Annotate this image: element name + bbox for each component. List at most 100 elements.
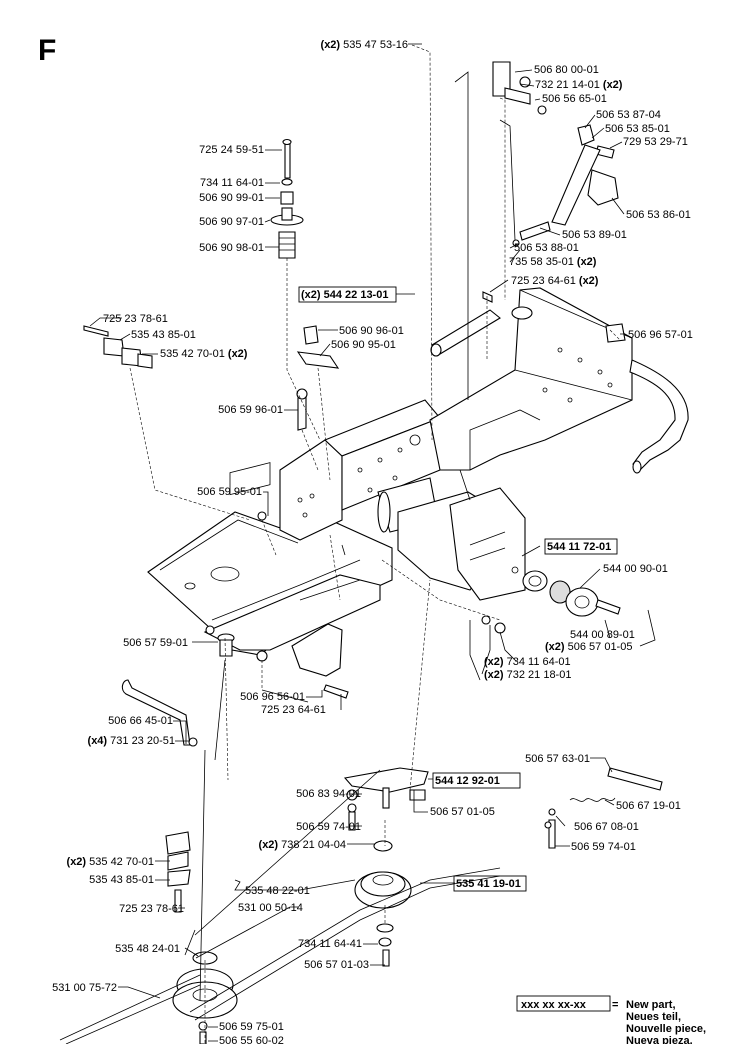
part-number: 506 83 94-01: [296, 788, 361, 800]
part-number: 738 21 04-04: [281, 839, 346, 851]
part-number: 734 11 64-41: [298, 938, 362, 950]
part-number: 506 66 45-01: [108, 715, 173, 727]
part-number: 544 12 92-01: [435, 775, 500, 787]
part-label: 506 90 95-01: [331, 339, 396, 351]
part-label: 506 90 97-01: [199, 216, 264, 228]
part-number: 544 00 89-01: [570, 629, 635, 641]
part-label: 506 53 86-01: [626, 209, 691, 221]
part-label: 506 67 19-01: [616, 800, 681, 812]
part-label: 506 59 74-01: [296, 821, 361, 833]
part-qty: (x2): [321, 39, 341, 51]
part-label: 531 00 75-72: [52, 982, 117, 994]
part-label: 506 53 85-01: [605, 123, 670, 135]
part-label: 506 80 00-01: [534, 64, 599, 76]
part-qty: (x2): [259, 839, 279, 851]
part-qty: (x4): [88, 735, 108, 747]
part-label: 506 57 01-03: [304, 959, 369, 971]
part-number: 506 90 95-01: [331, 339, 396, 351]
part-label: (x2) 535 47 53-16: [321, 39, 408, 51]
part-label: 506 57 59-01: [123, 637, 188, 649]
part-label: 506 59 74-01: [571, 841, 636, 853]
part-label: 535 48 24-01: [115, 943, 180, 955]
part-label: 535 41 19-01: [456, 878, 521, 890]
part-label: 735 58 35-01 (x2): [509, 256, 597, 268]
part-number: 535 43 85-01: [89, 874, 154, 886]
part-number: 535 42 70-01: [89, 856, 154, 868]
part-number: 506 53 89-01: [562, 229, 627, 241]
part-number: 732 21 14-01: [535, 79, 600, 91]
part-label: 506 57 01-05: [430, 806, 495, 818]
part-number: 544 00 90-01: [603, 563, 668, 575]
part-label: 506 66 45-01: [108, 715, 173, 727]
part-number: 506 57 63-01: [525, 753, 590, 765]
part-number: 725 23 64-61: [261, 704, 326, 716]
part-number: 506 56 65-01: [542, 93, 607, 105]
part-label: 506 59 96-01: [218, 404, 283, 416]
part-label: 506 90 98-01: [199, 242, 264, 254]
part-label: 506 53 87-04: [596, 109, 661, 121]
part-number: 535 42 70-01: [160, 348, 225, 360]
part-number: 506 96 56-01: [240, 691, 305, 703]
part-number: 725 23 78-61: [103, 313, 168, 325]
part-number: 535 41 19-01: [456, 878, 521, 890]
part-number: 535 47 53-16: [343, 39, 408, 51]
part-label: (x4) 731 23 20-51: [88, 735, 175, 747]
part-number: 535 43 85-01: [131, 329, 196, 341]
part-label: 535 43 85-01: [89, 874, 154, 886]
part-label: 506 96 56-01: [240, 691, 305, 703]
part-label: 544 00 89-01: [570, 629, 635, 641]
part-label: 506 53 88-01: [514, 242, 579, 254]
part-label: 535 42 70-01 (x2): [160, 348, 248, 360]
part-number: 506 57 01-05: [568, 641, 633, 653]
part-label: 732 21 14-01 (x2): [535, 79, 623, 91]
part-number: 506 57 59-01: [123, 637, 188, 649]
part-label: 544 00 90-01: [603, 563, 668, 575]
assembly-lines: [129, 44, 621, 1044]
part-number: 506 57 01-03: [304, 959, 369, 971]
legend-sample: xxx xx xx-xx: [521, 999, 587, 1011]
part-label: 725 23 78-61: [119, 903, 184, 915]
part-number: 506 53 86-01: [626, 209, 691, 221]
part-number: 506 59 95-01: [197, 486, 262, 498]
part-label: 725 23 64-61: [261, 704, 326, 716]
part-number: 506 59 74-01: [296, 821, 361, 833]
part-number: 506 67 19-01: [616, 800, 681, 812]
part-qty: (x2): [301, 289, 321, 301]
legend-line-es: Nueva pieza.: [626, 1035, 693, 1044]
part-label: (x2) 734 11 64-01: [484, 656, 571, 668]
leader-lines: [89, 43, 656, 1042]
part-number: 506 59 75-01: [219, 1021, 284, 1033]
part-label: 734 11 64-41: [298, 938, 362, 950]
part-number: 535 48 22-01: [245, 885, 310, 897]
part-number: 506 96 57-01: [628, 329, 693, 341]
legend-line-en: New part,: [626, 999, 676, 1011]
legend-equals: =: [612, 999, 618, 1011]
part-label: 506 90 96-01: [339, 325, 404, 337]
part-qty: (x2): [545, 641, 565, 653]
part-number: 735 58 35-01: [509, 256, 574, 268]
part-number: 544 22 13-01: [324, 289, 389, 301]
new-part-boxes: [298, 286, 618, 1012]
part-number: 729 53 29-71: [623, 136, 688, 148]
part-label: 506 55 60-02: [219, 1035, 284, 1044]
part-number: 531 00 75-72: [52, 982, 117, 994]
part-number: 506 90 98-01: [199, 242, 264, 254]
part-number: 725 23 78-61: [119, 903, 184, 915]
part-number: 531 00 50-14: [238, 902, 303, 914]
part-label: 725 23 78-61: [103, 313, 168, 325]
part-number: 725 24 59-51: [199, 144, 264, 156]
part-number: 506 67 08-01: [574, 821, 639, 833]
legend-line-fr: Nouvelle piece,: [626, 1023, 706, 1035]
part-number: 732 21 18-01: [507, 669, 572, 681]
part-label: (x2) 535 42 70-01: [67, 856, 154, 868]
part-number: 731 23 20-51: [110, 735, 175, 747]
part-label: 506 96 57-01: [628, 329, 693, 341]
part-number: 506 80 00-01: [534, 64, 599, 76]
part-number: 535 48 24-01: [115, 943, 180, 955]
part-qty: (x2): [577, 256, 597, 268]
part-label: 725 23 64-61 (x2): [511, 275, 599, 287]
part-label: 729 53 29-71: [623, 136, 688, 148]
part-number: 506 90 97-01: [199, 216, 264, 228]
legend: xxx xx xx-xx = New part, Neues teil, Nou…: [521, 999, 706, 1044]
part-label: (x2) 544 22 13-01: [301, 289, 388, 301]
